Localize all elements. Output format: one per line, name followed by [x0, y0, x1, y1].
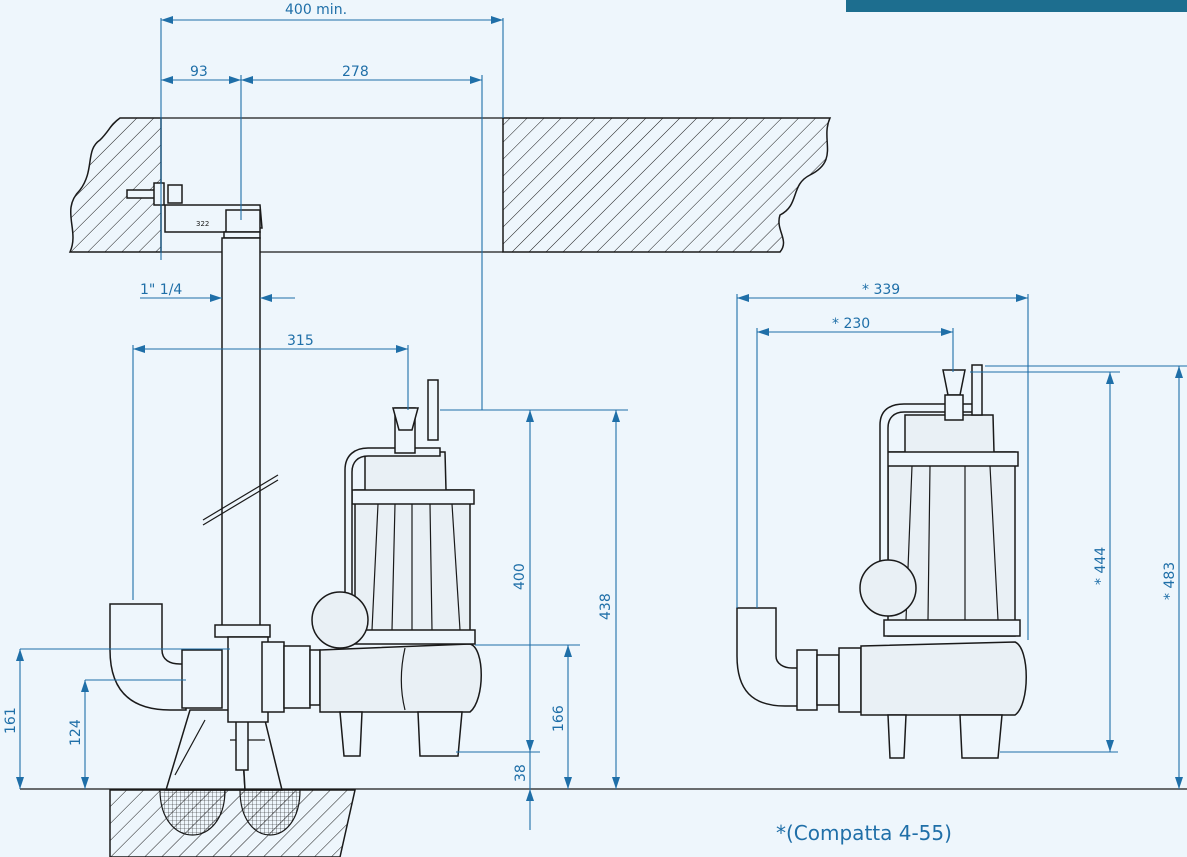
pump-main	[109, 379, 482, 791]
dim-278: 278	[342, 64, 369, 80]
dim-124: 124	[68, 719, 84, 746]
dim-38: 38	[513, 764, 529, 782]
dim-315: 315	[287, 333, 314, 349]
dim-pipe-size: 1" 1/4	[140, 282, 182, 298]
dim-compact-483: * 483	[1162, 562, 1178, 600]
dim-161: 161	[3, 707, 19, 734]
dimension-arrows	[16, 16, 1183, 801]
floor	[20, 788, 1187, 857]
dim-compact-230: * 230	[832, 316, 870, 332]
bracket-label: 322	[196, 220, 209, 228]
pump-compact	[736, 364, 1027, 759]
dim-compact-444: * 444	[1093, 547, 1109, 585]
dim-166: 166	[551, 705, 567, 732]
dim-400: 400	[512, 563, 528, 590]
ceiling-bracket: 322	[126, 182, 263, 239]
dim-93: 93	[190, 64, 208, 80]
brand-logo-band	[846, 0, 1187, 12]
guide-pipe	[202, 237, 279, 629]
dim-438: 438	[598, 593, 614, 620]
ceiling-slab	[68, 117, 832, 253]
dimension-lines	[19, 18, 1187, 830]
dim-compact-339: * 339	[862, 282, 900, 298]
dim-400-min: 400 min.	[285, 2, 347, 18]
compact-model-note: *(Compatta 4-55)	[776, 821, 952, 845]
